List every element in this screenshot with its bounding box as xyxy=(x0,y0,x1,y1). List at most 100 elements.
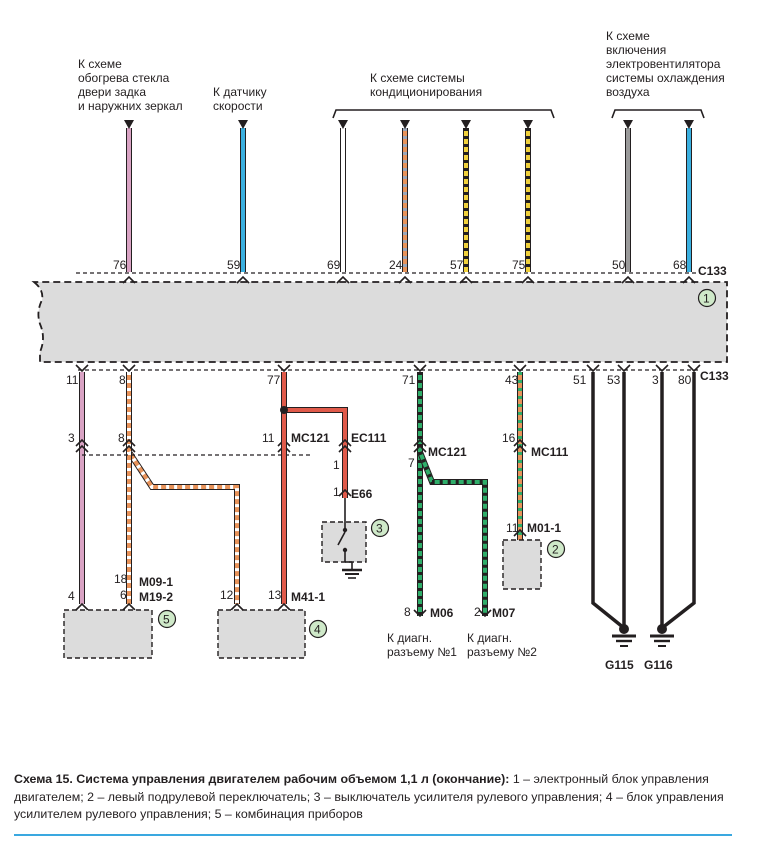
label-mc121-a: MC121 xyxy=(291,431,330,445)
figure-caption: Схема 15. Система управления двигателем … xyxy=(14,771,746,824)
ecu-block: 76 59 69 24 57 75 50 68 C133 11 8 77 71 … xyxy=(31,258,729,387)
label-m01-1: M01-1 xyxy=(527,521,561,535)
connector-c133-top: C133 xyxy=(698,264,727,278)
label-m19-2: M19-2 xyxy=(139,590,173,604)
pin-11-mc121: 11 xyxy=(262,431,275,445)
diag2-line1: К диагн. xyxy=(467,631,512,645)
bottom-pin-51: 51 xyxy=(573,373,587,387)
ground-symbol-g116 xyxy=(650,634,674,647)
red-wires: 11 MC121 EC111 1 1 E66 xyxy=(262,372,387,604)
wire-80-black xyxy=(660,372,696,630)
bottom-pin-71: 71 xyxy=(402,373,416,387)
caption-text: 1 – электронный блок управления двигател… xyxy=(14,772,724,821)
label-g116: G116 xyxy=(644,658,673,672)
wire-51-black xyxy=(591,372,626,630)
label-e66: E66 xyxy=(351,487,373,501)
component-2-marker xyxy=(546,539,566,559)
ac-bracket xyxy=(332,109,555,119)
switch-2-body xyxy=(502,539,542,590)
note-speed-sensor: К датчику скорости xyxy=(213,85,267,113)
top-wires xyxy=(124,120,694,272)
note-ac-system: К схеме системы кондиционирования xyxy=(332,71,555,119)
component-5-marker xyxy=(157,609,177,629)
note-speed-line2: скорости xyxy=(213,99,263,113)
component-5-number: 5 xyxy=(163,613,170,627)
component-4-marker xyxy=(308,619,328,639)
note-fan: К схеме включения электровентилятора сис… xyxy=(606,29,725,119)
label-mc121-b: MC121 xyxy=(428,445,467,459)
note-speed-line1: К датчику xyxy=(213,85,267,99)
pin-4: 4 xyxy=(68,589,75,603)
pin-8-inline: 8 xyxy=(118,431,125,445)
note-heating-line4: и наружних зеркал xyxy=(78,99,183,113)
label-m07: M07 xyxy=(492,606,516,620)
note-ac-line2: кондиционирования xyxy=(370,85,482,99)
ecu-body xyxy=(31,281,728,363)
note-ac-line1: К схеме системы xyxy=(370,71,465,85)
note-fan-line2: включения xyxy=(606,43,666,57)
label-m09-1: M09-1 xyxy=(139,575,173,589)
switch-2-wire: 16 MC111 11 M01-1 2 xyxy=(502,372,569,590)
pin-16: 16 xyxy=(502,431,516,445)
label-mc111: MC111 xyxy=(531,445,569,459)
note-heating: К схеме обогрева стекла двери задка и на… xyxy=(78,57,183,113)
top-pin-50: 50 xyxy=(612,258,626,272)
diag1-line2: разъему №1 xyxy=(387,645,457,659)
power-steering-unit-body xyxy=(217,609,306,659)
diag1-line1: К диагн. xyxy=(387,631,432,645)
component-3-marker xyxy=(370,518,390,538)
label-m06: M06 xyxy=(430,606,454,620)
bottom-pin-43: 43 xyxy=(505,373,519,387)
ground-symbol-g115 xyxy=(612,634,636,647)
top-pin-chevrons xyxy=(122,275,696,284)
fan-bracket xyxy=(611,109,705,119)
note-heating-line3: двери задка xyxy=(78,85,146,99)
pin-18: 18 xyxy=(114,572,128,586)
ecu-number: 1 xyxy=(703,292,710,306)
instrument-cluster-block: 4 18 M09-1 6 M19-2 5 xyxy=(63,572,177,659)
pin-6: 6 xyxy=(120,588,127,602)
component-3-number: 3 xyxy=(376,522,383,536)
note-fan-line1: К схеме xyxy=(606,29,650,43)
bottom-pin-8: 8 xyxy=(119,373,126,387)
wire-77-red-branch xyxy=(284,408,347,498)
top-pin-69: 69 xyxy=(327,258,341,272)
top-arrowheads xyxy=(124,120,694,129)
power-steering-unit-block: 12 13 M41-1 4 xyxy=(217,588,328,659)
note-fan-line4: системы охлаждения xyxy=(606,71,725,85)
note-heating-line1: К схеме xyxy=(78,57,122,71)
switch-body xyxy=(321,521,367,563)
top-pin-75: 75 xyxy=(512,258,526,272)
ground-wires: G115 G116 xyxy=(591,372,696,672)
bottom-pin-chevrons xyxy=(75,364,701,373)
note-fan-line3: электровентилятора xyxy=(606,57,721,71)
pin-3: 3 xyxy=(68,431,75,445)
label-ec111: EC111 xyxy=(351,431,387,445)
bottom-pin-77: 77 xyxy=(267,373,281,387)
label-g115: G115 xyxy=(605,658,634,672)
red-splice-dot xyxy=(280,406,288,414)
top-pin-57: 57 xyxy=(450,258,464,272)
pin-7: 7 xyxy=(408,456,415,470)
pin-1-b: 1 xyxy=(333,485,340,499)
note-fan-line5: воздуха xyxy=(606,85,650,99)
note-heating-line2: обогрева стекла xyxy=(78,71,170,85)
bottom-pin-3: 3 xyxy=(652,373,659,387)
green-wires: 7 MC121 8 M06 2 M07 К диагн. разъему №1 … xyxy=(387,372,537,659)
power-steering-switch: 3 xyxy=(321,498,390,579)
bottom-pin-80: 80 xyxy=(678,373,692,387)
caption-divider xyxy=(14,834,732,836)
ecu-number-marker xyxy=(697,288,717,308)
pin-13: 13 xyxy=(268,588,282,602)
pin-2-m07: 2 xyxy=(474,605,481,619)
component-2-number: 2 xyxy=(552,543,559,557)
bottom-pin-11: 11 xyxy=(66,373,79,387)
caption-title: Схема 15. Система управления двигателем … xyxy=(14,772,510,786)
bottom-pin-53: 53 xyxy=(607,373,621,387)
top-pin-76: 76 xyxy=(113,258,127,272)
instrument-cluster-body xyxy=(63,609,153,659)
pin-12: 12 xyxy=(220,588,234,602)
diag2-line2: разъему №2 xyxy=(467,645,537,659)
top-pin-68: 68 xyxy=(673,258,687,272)
